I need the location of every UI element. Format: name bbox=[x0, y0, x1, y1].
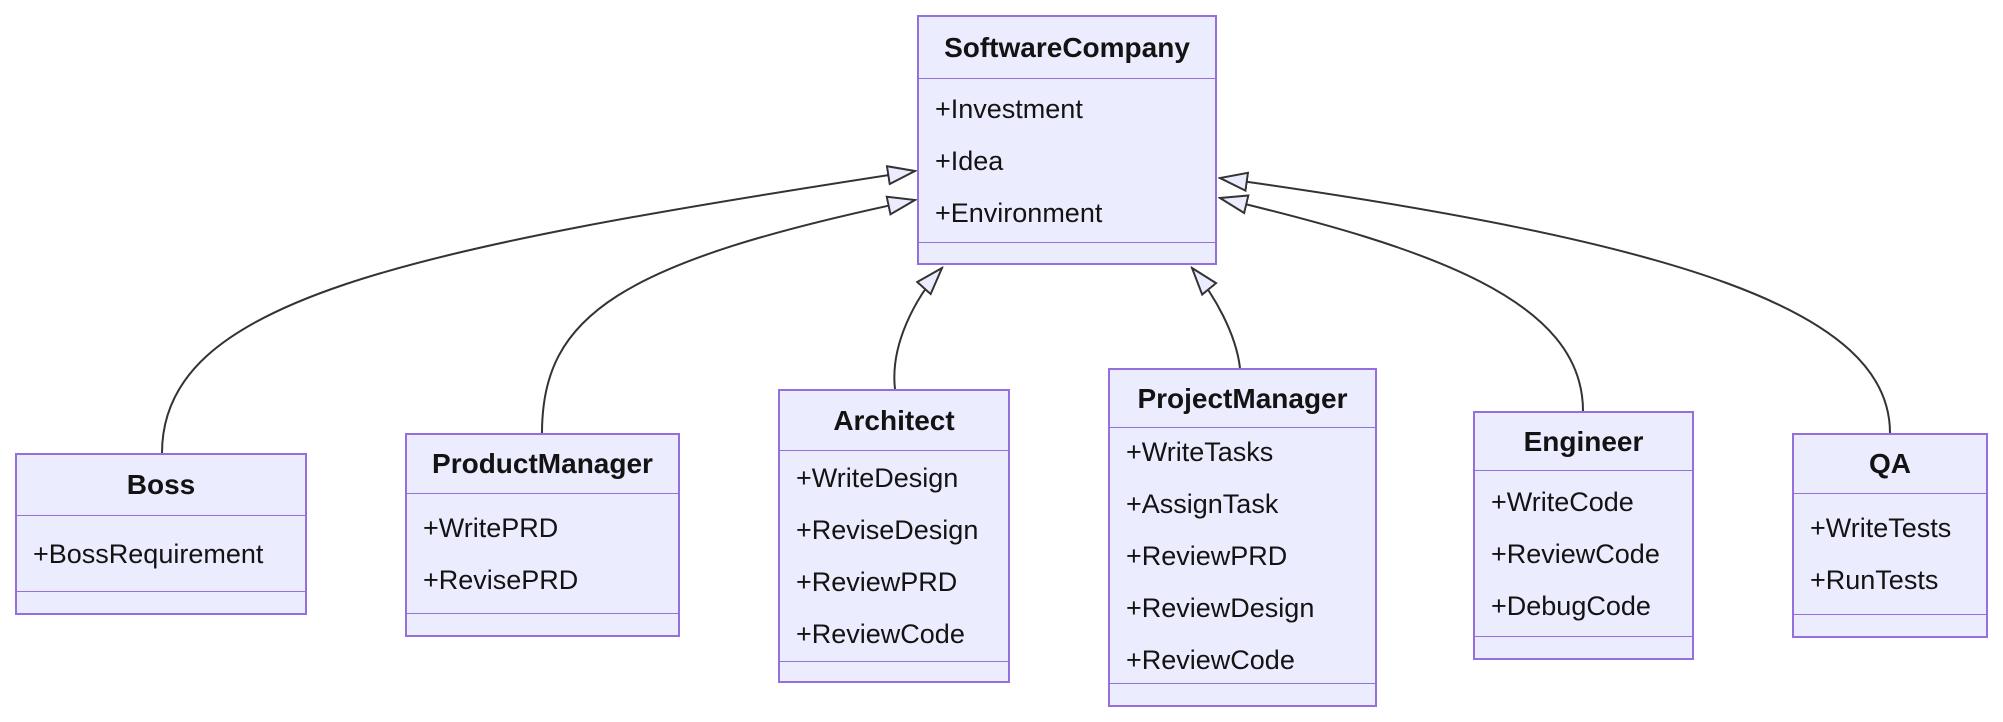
class-box-softwarecompany: SoftwareCompany +Investment +Idea +Environ… bbox=[917, 15, 1217, 265]
class-attribute: +ReviewCode bbox=[1126, 644, 1295, 675]
class-title: Architect bbox=[780, 391, 1008, 451]
class-attribute: +WritePRD bbox=[423, 512, 559, 543]
edge-boss-to-softwarecompany bbox=[161, 171, 915, 454]
class-box-qa: QA +WriteTests +RunTests bbox=[1792, 433, 1988, 638]
edge-projectmanager-to-softwarecompany bbox=[1192, 268, 1241, 369]
class-box-boss: Boss +BossRequirement bbox=[15, 453, 307, 615]
edge-productmanager-to-softwarecompany bbox=[541, 200, 915, 434]
class-box-projectmanager: ProjectManager +WriteTasks +AssignTask +Re… bbox=[1108, 368, 1377, 707]
class-title: ProjectManager bbox=[1110, 370, 1375, 428]
class-attribute: +Idea bbox=[935, 145, 1004, 176]
class-title: Engineer bbox=[1475, 413, 1692, 471]
class-attribute: +DebugCode bbox=[1491, 590, 1651, 621]
class-methods-empty bbox=[780, 662, 1008, 681]
class-attribute: +ReviseDesign bbox=[796, 515, 979, 545]
class-box-architect: Architect +WriteDesign +ReviseDesign +Revi… bbox=[778, 389, 1010, 683]
class-attribute: +ReviewCode bbox=[1491, 538, 1660, 569]
class-attributes: +WriteCode +ReviewCode +DebugCode bbox=[1475, 471, 1692, 637]
class-attribute: +AssignTask bbox=[1126, 488, 1279, 519]
class-methods-empty bbox=[1110, 684, 1375, 705]
class-attributes: +WriteDesign +ReviseDesign +ReviewPRD +Revi… bbox=[780, 451, 1008, 662]
class-title: SoftwareCompany bbox=[919, 17, 1215, 79]
class-attribute: +ReviewPRD bbox=[796, 567, 958, 597]
edge-engineer-to-softwarecompany bbox=[1220, 198, 1584, 412]
class-title: ProductManager bbox=[407, 435, 678, 494]
class-attribute: +WriteCode bbox=[1491, 486, 1634, 517]
class-title: QA bbox=[1794, 435, 1986, 494]
class-attributes: +WritePRD +RevisePRD bbox=[407, 494, 678, 614]
class-attribute: +WriteDesign bbox=[796, 463, 959, 493]
class-attributes: +WriteTests +RunTests bbox=[1794, 494, 1986, 615]
class-attribute: +WriteTests bbox=[1810, 513, 1952, 543]
class-title: Boss bbox=[17, 455, 305, 516]
class-methods-empty bbox=[1794, 615, 1986, 636]
class-attributes: +BossRequirement bbox=[17, 516, 305, 592]
class-methods-empty bbox=[407, 614, 678, 635]
class-attribute: +ReviewPRD bbox=[1126, 540, 1288, 571]
edge-qa-to-softwarecompany bbox=[1220, 178, 1891, 434]
class-methods-empty bbox=[1475, 637, 1692, 658]
class-attribute: +BossRequirement bbox=[33, 538, 264, 569]
class-methods-empty bbox=[919, 243, 1215, 263]
class-methods-empty bbox=[17, 592, 305, 613]
class-attributes: +WriteTasks +AssignTask +ReviewPRD +ReviewD… bbox=[1110, 428, 1375, 684]
class-attributes: +Investment +Idea +Environment bbox=[919, 79, 1215, 243]
class-box-engineer: Engineer +WriteCode +ReviewCode +DebugCode bbox=[1473, 411, 1694, 660]
class-attribute: +WriteTasks bbox=[1126, 436, 1274, 467]
edge-architect-to-softwarecompany bbox=[893, 268, 942, 390]
class-attribute: +ReviewDesign bbox=[1126, 592, 1315, 623]
class-attribute: +Environment bbox=[935, 197, 1103, 228]
class-box-productmanager: ProductManager +WritePRD +RevisePRD bbox=[405, 433, 680, 637]
class-attribute: +RevisePRD bbox=[423, 564, 579, 595]
class-attribute: +Investment bbox=[935, 93, 1083, 124]
class-attribute: +ReviewCode bbox=[796, 619, 965, 649]
class-attribute: +RunTests bbox=[1810, 565, 1939, 595]
